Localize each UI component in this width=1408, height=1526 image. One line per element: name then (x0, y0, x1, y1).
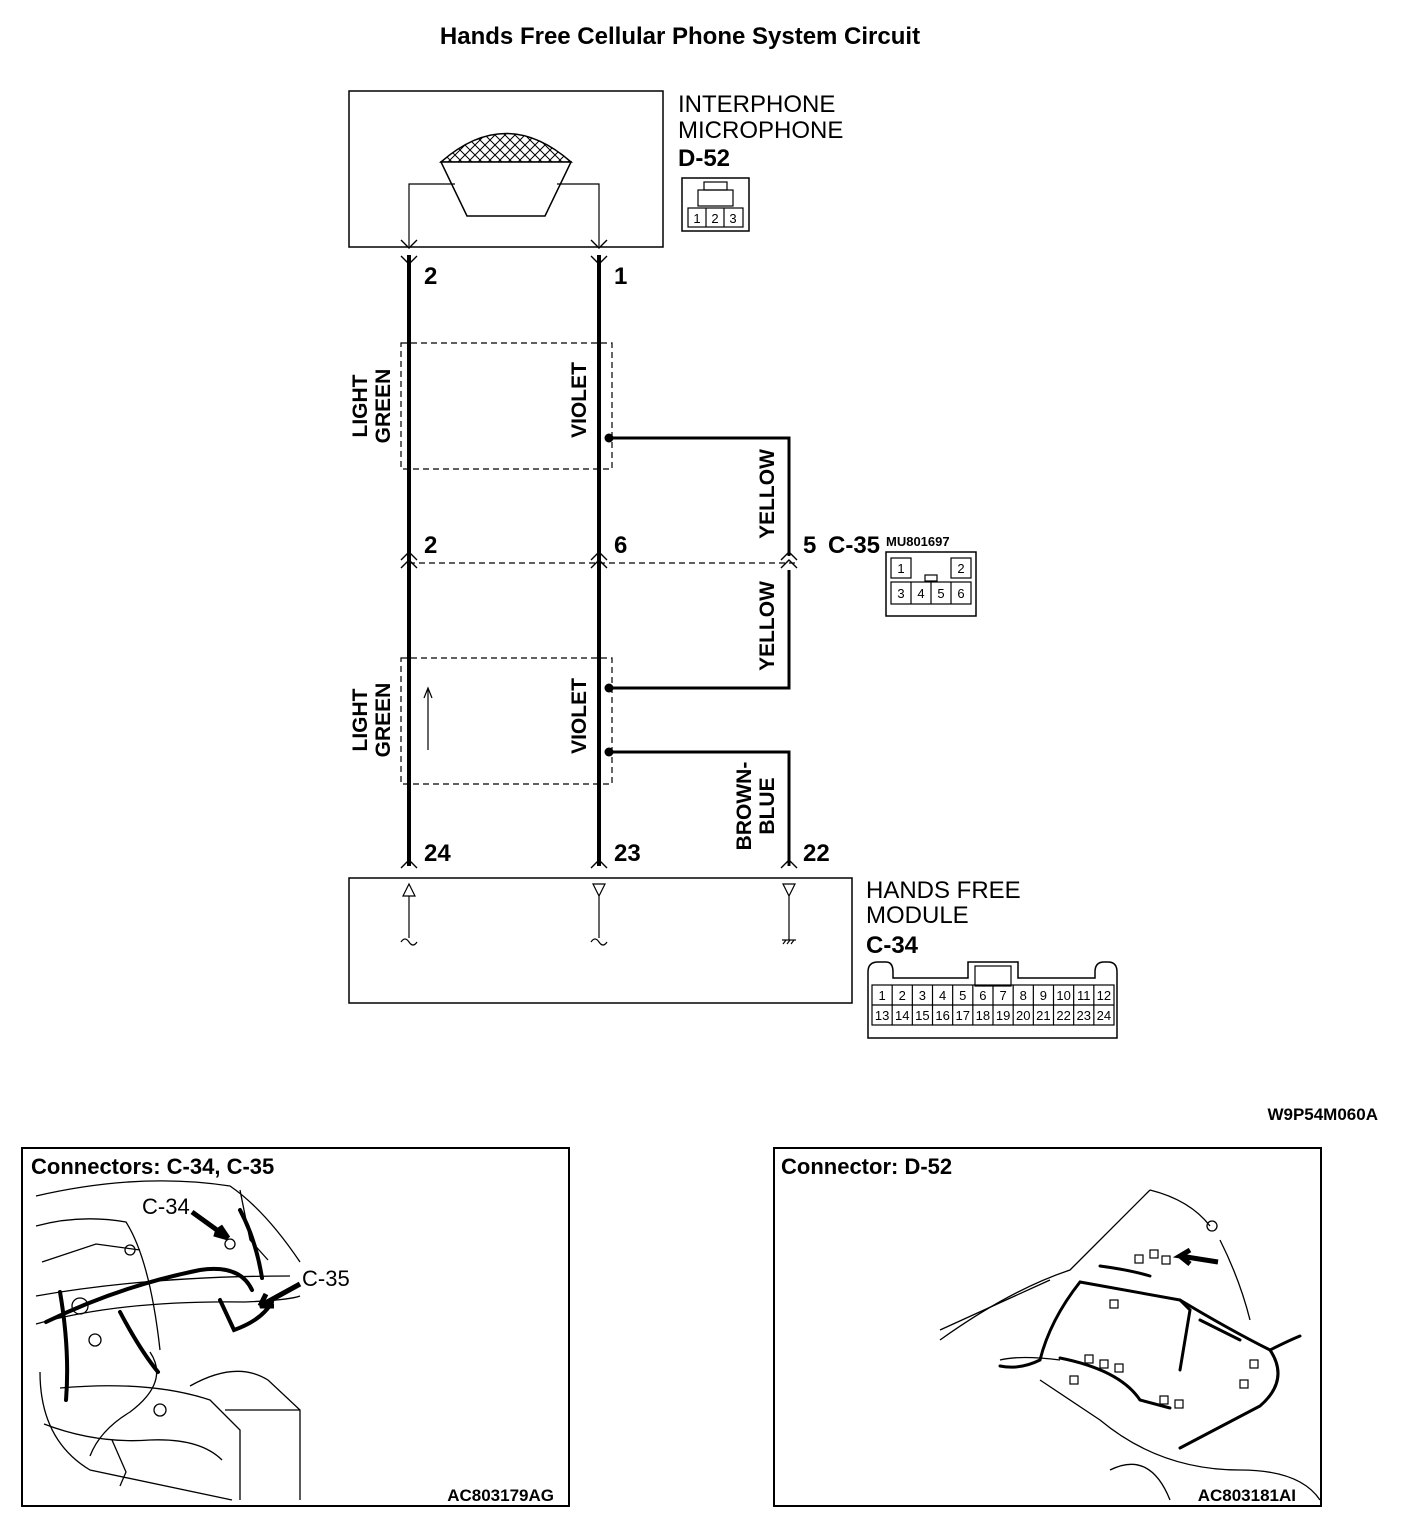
c34-pin: 11 (1077, 988, 1091, 1003)
connector-markers (1069, 1249, 1259, 1409)
c35-pin: 5 (937, 586, 944, 601)
c35-connector-id: C-35 (828, 532, 880, 559)
pointer-arrow-icon (1172, 1247, 1219, 1266)
microphone-label-line2: MICROPHONE (678, 117, 843, 144)
diagram-reference: W9P54M060A (1267, 1105, 1378, 1124)
d52-pin: 3 (729, 211, 736, 226)
c34-pin: 6 (979, 988, 986, 1003)
c35-pin: 2 (957, 561, 964, 576)
c34-pin: 10 (1056, 988, 1070, 1003)
c34-pin: 19 (996, 1008, 1010, 1023)
d52-pin: 2 (711, 211, 718, 226)
pointer-arrow-icon (190, 1209, 231, 1241)
c35-pin: 6 (957, 586, 964, 601)
c34-pin: 24 (1097, 1008, 1111, 1023)
junction-outline-upper (400, 342, 613, 470)
microphone-box (348, 90, 664, 248)
c34-pin: 8 (1020, 988, 1027, 1003)
wire-label-brown-blue: BLUE (756, 777, 779, 834)
c35-connector-face: 1 2 3 4 5 6 (885, 551, 977, 617)
c34-pin: 20 (1016, 1008, 1030, 1023)
c34-pin: 23 (1077, 1008, 1091, 1023)
dashboard-harness-illustration (35, 1180, 301, 1501)
wire-label-brown-blue: BROWN- (733, 762, 756, 851)
module-label-line1: HANDS FREE (866, 877, 1021, 904)
pin-number: 2 (424, 532, 437, 559)
c34-pin: 14 (895, 1008, 909, 1023)
c34-pin: 12 (1097, 988, 1111, 1003)
c34-pin: 4 (939, 988, 946, 1003)
pin-number: 24 (424, 840, 451, 867)
c34-pin: 15 (915, 1008, 929, 1023)
connector-location-panel-c34-c35 (21, 1147, 570, 1507)
junction-outline-lower (400, 657, 613, 785)
splice-point (604, 747, 614, 757)
wire-brown-blue (609, 750, 791, 866)
wire-yellow-lower (609, 570, 791, 690)
pin-number: 2 (424, 263, 437, 290)
module-label-line2: MODULE (866, 902, 969, 929)
wire-label-light-green: LIGHT (349, 688, 372, 751)
wire-label-light-green: GREEN (372, 683, 395, 758)
d52-pin: 1 (693, 211, 700, 226)
pin-number: 23 (614, 840, 641, 867)
panel-reference: AC803179AG (447, 1486, 554, 1505)
roof-harness-illustration (939, 1189, 1321, 1501)
pin-number: 5 (803, 532, 816, 559)
d52-connector-face: 1 2 3 (681, 177, 750, 232)
panel-reference: AC803181AI (1198, 1486, 1296, 1505)
wire-label-violet: VIOLET (568, 362, 591, 438)
pin-number: 1 (614, 263, 627, 290)
panel-title: Connectors: C-34, C-35 (31, 1154, 274, 1179)
module-internal-symbols (400, 882, 796, 946)
wiring-harness (44, 1208, 274, 1402)
c35-pin: 3 (897, 586, 904, 601)
pin-number: 22 (803, 840, 830, 867)
splice-point (604, 683, 614, 693)
wire-yellow-upper (609, 436, 791, 556)
diagram-title: Hands Free Cellular Phone System Circuit (440, 23, 920, 50)
callout-c35: C-35 (302, 1266, 350, 1291)
c34-pin: 21 (1036, 1008, 1050, 1023)
c34-pin: 5 (959, 988, 966, 1003)
c34-pin: 9 (1040, 988, 1047, 1003)
module-connector-id: C-34 (866, 932, 919, 959)
connector-symbol (400, 551, 798, 569)
connector-symbol (400, 239, 608, 265)
c34-pin: 2 (899, 988, 906, 1003)
c34-pin: 1 (878, 988, 885, 1003)
c34-pin: 13 (875, 1008, 889, 1023)
wire-label-yellow: YELLOW (756, 581, 779, 671)
c35-pin: 4 (917, 586, 924, 601)
c34-pin: 7 (999, 988, 1006, 1003)
signal-arrow-icon (423, 686, 433, 750)
c34-pin: 22 (1056, 1008, 1070, 1023)
microphone-connector-id: D-52 (678, 145, 730, 172)
pin-number: 6 (614, 532, 627, 559)
c34-pin: 18 (976, 1008, 990, 1023)
connector-symbol (400, 859, 798, 869)
wire-label-violet: VIOLET (568, 678, 591, 754)
panel-title: Connector: D-52 (781, 1154, 952, 1179)
pointer-arrow-icon (257, 1281, 302, 1309)
connector-location-panel-d52 (773, 1147, 1322, 1507)
callout-c34: C-34 (142, 1194, 190, 1219)
wiring-harness (998, 1264, 1302, 1450)
c35-part-number: MU801697 (886, 534, 950, 549)
wire-label-light-green: LIGHT (349, 374, 372, 437)
c34-pin: 16 (935, 1008, 949, 1023)
wire-label-light-green: GREEN (372, 369, 395, 444)
microphone-icon (439, 132, 573, 217)
wire-label-yellow: YELLOW (756, 449, 779, 539)
microphone-label-line1: INTERPHONE (678, 91, 835, 118)
c34-pin: 3 (919, 988, 926, 1003)
c34-pin: 17 (956, 1008, 970, 1023)
module-box (348, 877, 853, 1004)
splice-point (604, 433, 614, 443)
c35-pin: 1 (897, 561, 904, 576)
